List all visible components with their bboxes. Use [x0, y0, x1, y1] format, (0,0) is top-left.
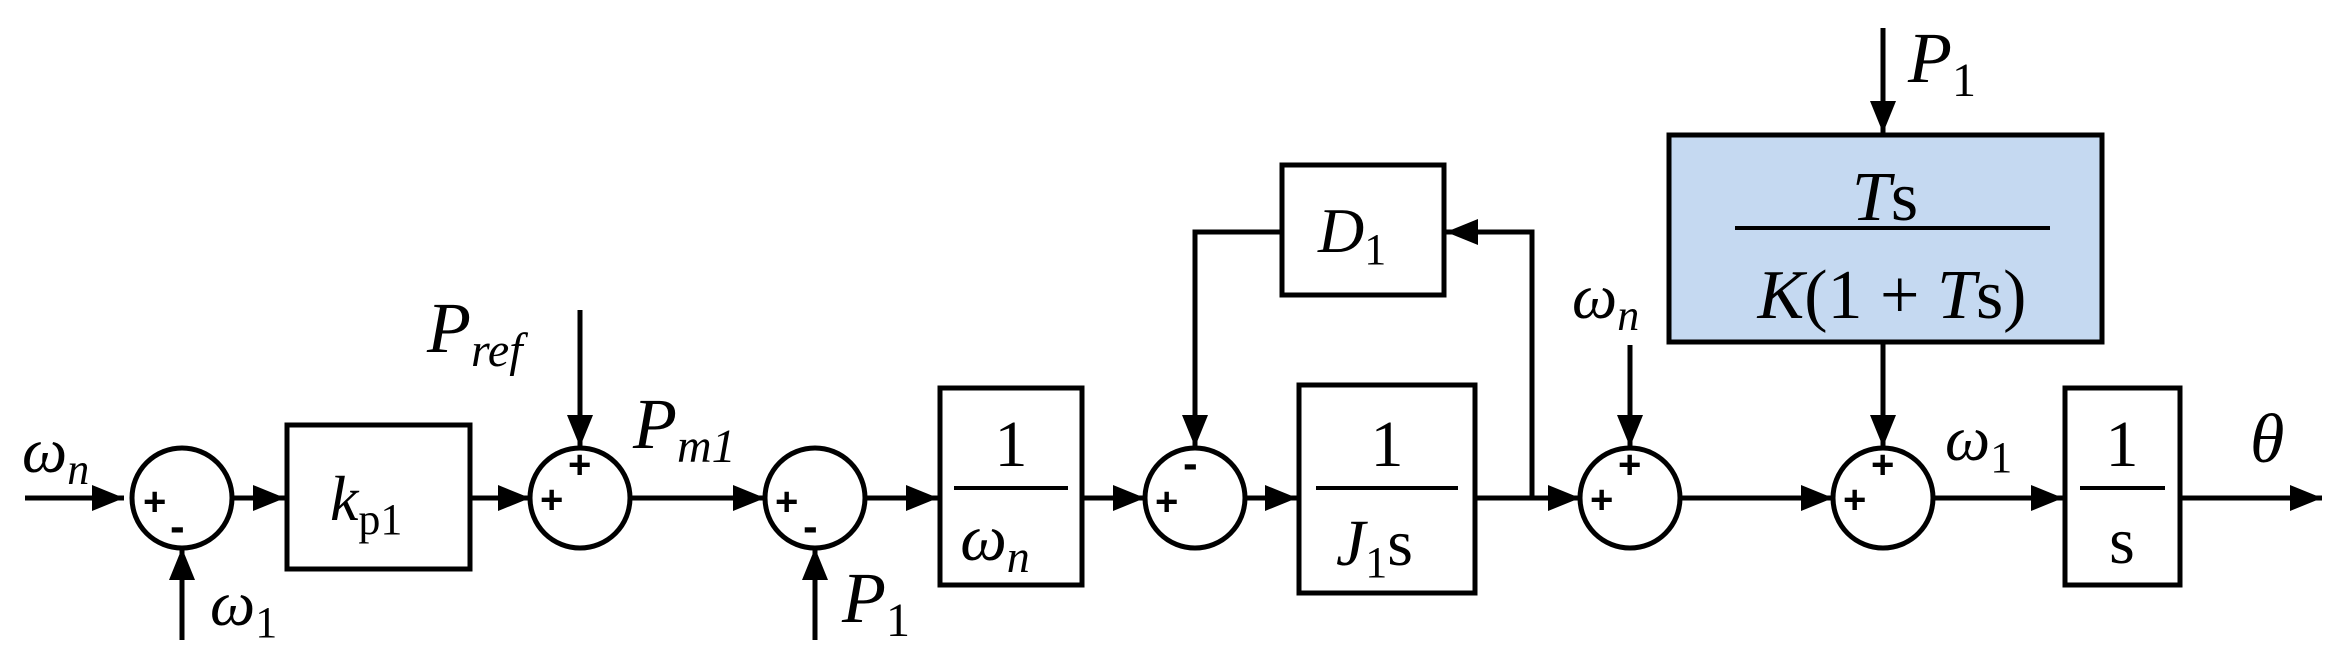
- label-omega-1-output: ω1: [1945, 403, 2012, 482]
- sum-junction-6: + +: [1830, 443, 1936, 551]
- sum-junction-2: + +: [527, 443, 633, 551]
- inertia-block-inv-j1s: 1 J1s: [1296, 382, 1478, 596]
- sum6-top-plus-sign: +: [1871, 443, 1894, 487]
- filter-block-ts: Ts K(1 + Ts): [1666, 132, 2105, 345]
- inv-j1s-denominator-sub: 1: [1365, 538, 1387, 587]
- sum4-plus-sign: +: [1155, 480, 1178, 524]
- filter-denominator-k: K: [1757, 257, 1808, 334]
- signal-wires: [25, 28, 2322, 640]
- integrator-block: 1 s: [2062, 385, 2183, 588]
- sum-junction-1: + -: [129, 445, 235, 551]
- damping-block-d1: D1: [1279, 162, 1447, 298]
- gain-block-inv-omega-n: 1 ωn: [937, 385, 1085, 588]
- label-p1-lower: P1: [841, 558, 910, 647]
- kp1-base: k: [330, 463, 360, 534]
- svg-text:kp1: kp1: [330, 463, 402, 544]
- svg-text:K(1 + Ts): K(1 + Ts): [1757, 257, 2027, 334]
- sum-junction-5: + +: [1577, 443, 1683, 551]
- sum-junction-3: + -: [762, 445, 868, 551]
- label-omega-n-sum5: ωn: [1572, 261, 1639, 340]
- sum1-plus-sign: +: [143, 480, 166, 524]
- wire-feedback-to-d1: [1446, 219, 1535, 498]
- filter-numerator-s: s: [1891, 159, 1918, 236]
- sum2-top-plus-sign: +: [568, 443, 591, 487]
- sum4-minus-sign: -: [1183, 439, 1198, 488]
- label-omega-1-input: ω1: [210, 568, 277, 647]
- integrator-denominator: s: [2109, 505, 2135, 578]
- svg-text:ωn: ωn: [960, 502, 1030, 582]
- sum3-minus-sign: -: [803, 502, 818, 551]
- gain-block-kp1: kp1: [284, 422, 473, 572]
- inv-j1s-numerator: 1: [1371, 408, 1404, 481]
- label-p-ref: Pref: [426, 288, 528, 377]
- label-theta: θ: [2250, 401, 2284, 478]
- inv-omega-n-denominator-base: ω: [960, 502, 1007, 575]
- inv-omega-n-numerator: 1: [995, 408, 1028, 481]
- label-p1-upper: P1: [1907, 18, 1976, 107]
- svg-text:Ts: Ts: [1852, 159, 1918, 236]
- label-omega-n-input: ωn: [22, 415, 89, 494]
- filter-denominator-t: T: [1937, 257, 1981, 334]
- label-p-m1: Pm1: [632, 384, 736, 473]
- svg-text:D1: D1: [1317, 195, 1386, 274]
- sum6-left-plus-sign: +: [1843, 478, 1866, 522]
- svg-text:J1s: J1s: [1336, 507, 1413, 587]
- inv-omega-n-denominator-sub: n: [1007, 531, 1030, 582]
- sum5-left-plus-sign: +: [1590, 478, 1613, 522]
- inv-j1s-denominator-base: J: [1336, 507, 1368, 580]
- sum1-minus-sign: -: [170, 502, 185, 551]
- sum3-plus-sign: +: [775, 480, 798, 524]
- wire-d1-to-sum4: [1182, 229, 1282, 447]
- filter-numerator-t: T: [1852, 159, 1896, 236]
- integrator-numerator: 1: [2106, 408, 2139, 481]
- sum-junction-4: - +: [1142, 439, 1248, 551]
- filter-denominator-close: s): [1976, 257, 2027, 334]
- filter-denominator-open: (1 +: [1804, 257, 1937, 334]
- d1-subscript: 1: [1364, 225, 1386, 274]
- sum5-top-plus-sign: +: [1618, 443, 1641, 487]
- d1-base: D: [1317, 195, 1364, 266]
- inv-j1s-denominator-tail: s: [1387, 507, 1413, 580]
- sum2-left-plus-sign: +: [540, 478, 563, 522]
- kp1-subscript: p1: [358, 495, 402, 544]
